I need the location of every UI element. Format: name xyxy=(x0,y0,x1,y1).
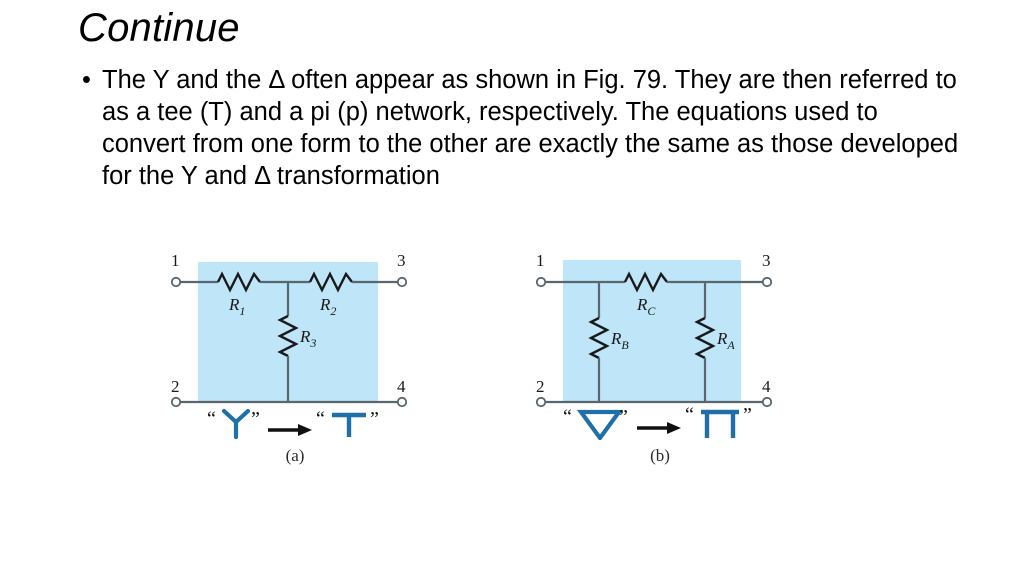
figure-caption-b: (b) xyxy=(650,446,670,465)
resistor-label-r3: R3 xyxy=(299,327,316,350)
terminal-label-4: 4 xyxy=(762,377,771,396)
open-quote-delta: “ xyxy=(563,406,572,428)
terminal-2-node xyxy=(535,396,547,408)
open-quote-y: “ xyxy=(207,408,216,430)
terminal-3-node xyxy=(761,276,773,288)
resistor-label-rc: RC xyxy=(636,295,656,318)
terminal-label-1: 1 xyxy=(536,251,545,270)
close-quote-pi: ” xyxy=(743,404,752,426)
terminal-label-3: 3 xyxy=(762,251,771,270)
y-symbol-icon xyxy=(221,408,251,440)
t-symbol-icon xyxy=(332,412,366,437)
resistor-r1-symbol xyxy=(216,271,261,293)
close-quote-y: ” xyxy=(251,408,260,430)
transform-arrow-icon xyxy=(637,422,681,434)
figure-group: 1 2 3 4 R1 R2 R3 “ ” xyxy=(0,240,1024,500)
terminal-3-node xyxy=(396,276,408,288)
resistor-label-rb: RB xyxy=(610,329,629,352)
page-title: Continue xyxy=(78,6,240,50)
terminal-label-2: 2 xyxy=(171,377,180,396)
terminal-1-node xyxy=(170,276,182,288)
terminal-label-3: 3 xyxy=(397,251,406,270)
open-quote-t: “ xyxy=(316,408,325,430)
bullet-icon: • xyxy=(82,66,91,94)
resistor-rc-symbol xyxy=(623,271,668,293)
terminal-4-node xyxy=(761,396,773,408)
circuit-figure-a: 1 2 3 4 R1 R2 R3 “ ” xyxy=(150,240,440,465)
bullet-text: The Y and the Δ often appear as shown in… xyxy=(102,66,959,190)
circuit-figure-b: 1 2 3 4 RC RB RA “ ” “ xyxy=(515,240,805,465)
resistor-r2-symbol xyxy=(308,271,353,293)
terminal-label-1: 1 xyxy=(171,251,180,270)
circuit-diagram-pi: 1 2 3 4 RC RB RA “ ” “ xyxy=(535,251,773,440)
inverted-triangle-symbol-icon xyxy=(576,409,624,440)
resistor-label-r2: R2 xyxy=(319,295,336,318)
terminal-label-4: 4 xyxy=(397,377,406,396)
transform-arrow-icon xyxy=(268,424,312,436)
resistor-label-ra: RA xyxy=(716,329,735,352)
close-quote-t: ” xyxy=(370,408,379,430)
pi-symbol-icon xyxy=(701,409,739,438)
resistor-rb-symbol xyxy=(588,316,610,360)
figure-caption-a: (a) xyxy=(285,446,305,465)
terminal-label-2: 2 xyxy=(536,377,545,396)
circuit-diagram-tee: 1 2 3 4 R1 R2 R3 “ ” xyxy=(170,251,408,440)
terminal-2-node xyxy=(170,396,182,408)
terminal-1-node xyxy=(535,276,547,288)
bullet-list: • The Y and the Δ often appear as shown … xyxy=(82,64,962,192)
terminal-4-node xyxy=(396,396,408,408)
open-quote-pi: “ xyxy=(685,404,694,426)
resistor-ra-symbol xyxy=(694,316,716,360)
resistor-r3-symbol xyxy=(277,314,299,358)
list-item: • The Y and the Δ often appear as shown … xyxy=(82,64,962,192)
resistor-label-r1: R1 xyxy=(228,295,245,318)
close-quote-delta: ” xyxy=(619,406,628,428)
